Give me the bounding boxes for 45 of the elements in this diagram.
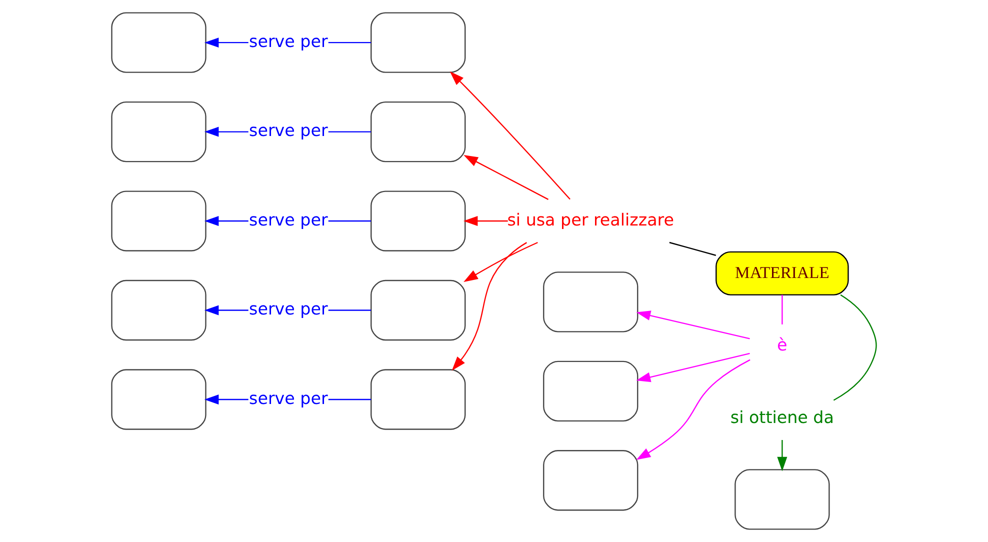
node-text: è: [777, 335, 788, 354]
node-box: [543, 360, 638, 422]
arrow: [204, 394, 248, 404]
node-box: [370, 369, 466, 430]
node-box: [111, 12, 206, 73]
connector: [782, 294, 783, 324]
node-text: serve per: [249, 210, 328, 230]
connector: [833, 294, 877, 401]
node-box: [734, 469, 830, 530]
arrow: [463, 216, 508, 226]
node-text: si usa per realizzare: [507, 210, 674, 230]
node-box: [111, 280, 206, 341]
node-box: [543, 272, 638, 332]
node-text: serve per: [249, 32, 328, 51]
connector: [328, 398, 371, 400]
arrow: [204, 216, 248, 226]
node-box: [370, 12, 466, 73]
node-box: [370, 190, 466, 252]
arrow: [777, 440, 788, 472]
connector: [669, 242, 716, 256]
connector: [328, 220, 371, 222]
node-text: serve per: [249, 300, 328, 319]
node-box: [111, 369, 206, 430]
arrow: [450, 71, 570, 200]
arrow: [452, 242, 527, 371]
arrow: [636, 352, 750, 382]
node-box: MATERIALE: [716, 251, 849, 296]
arrow: [636, 359, 750, 460]
connector: [328, 131, 371, 132]
arrow: [636, 310, 750, 340]
node-box: [370, 101, 466, 162]
node-text: si ottiene da: [730, 408, 834, 427]
arrow: [204, 38, 248, 48]
node-box: [111, 190, 206, 252]
connector: [328, 310, 371, 311]
arrow: [464, 242, 538, 282]
connector: [328, 42, 371, 44]
node-box: [370, 280, 466, 341]
node-text: serve per: [249, 121, 328, 140]
arrow: [204, 305, 248, 316]
node-box: [543, 450, 638, 511]
arrow: [464, 155, 549, 200]
node-box: [111, 101, 206, 162]
node-text: serve per: [249, 388, 328, 408]
arrow: [204, 126, 248, 137]
